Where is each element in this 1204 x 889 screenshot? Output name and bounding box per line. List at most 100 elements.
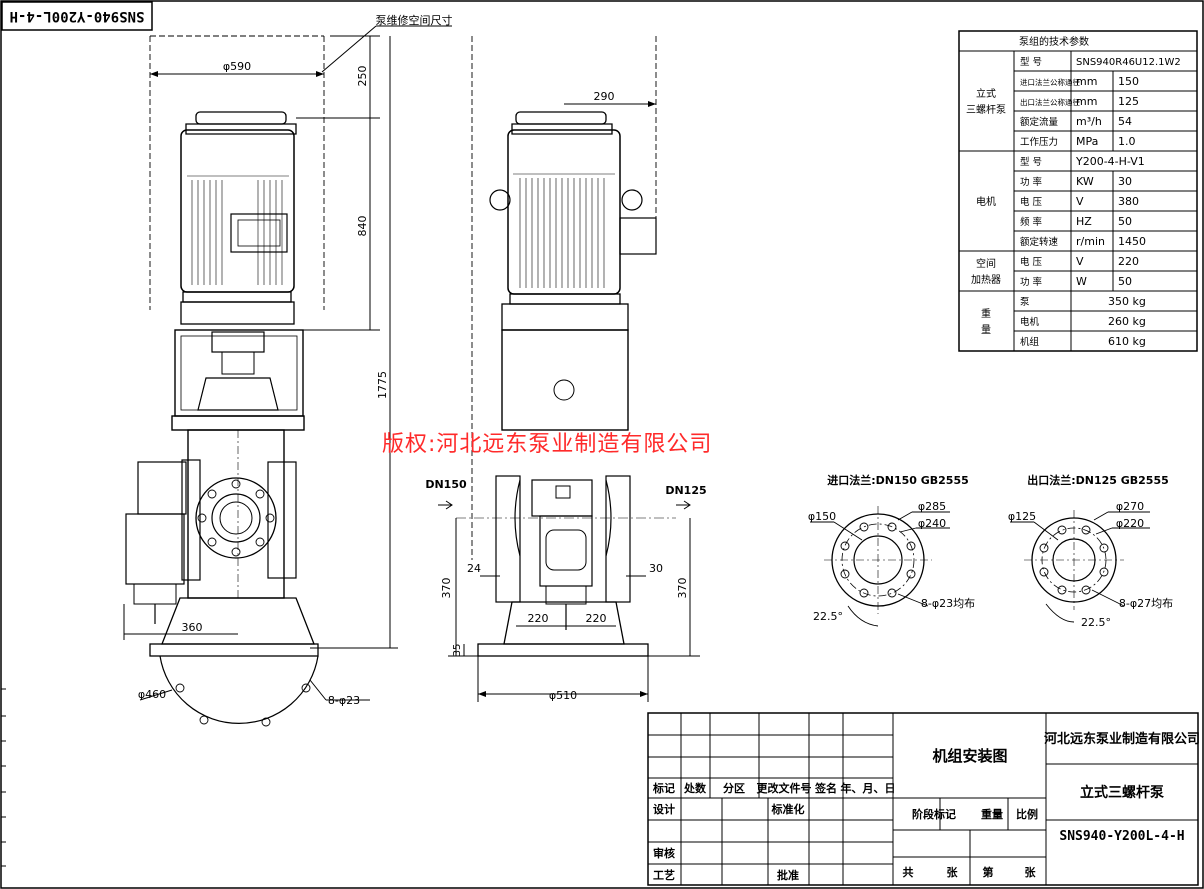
dim-370-left: 370 [440, 578, 453, 599]
spec-row-value: 260 kg [1108, 315, 1146, 328]
stage-label: 阶段标记 [912, 807, 956, 821]
spec-row-name: 进口法兰公称通径 [1020, 77, 1080, 87]
outlet-d-outer: φ270 [1116, 500, 1144, 513]
code-stamp: SNS940-Y200L-4-H [1, 1, 153, 31]
spec-row-name: 工作压力 [1020, 136, 1058, 148]
scale-label: 比例 [1016, 807, 1038, 821]
spec-row-value: 1450 [1118, 235, 1146, 248]
inlet-d-inner: φ150 [808, 510, 836, 523]
spec-row-unit: mm [1076, 95, 1097, 108]
role-standard: 标准化 [771, 802, 805, 816]
drawing-title: 机组安装图 [932, 747, 1007, 765]
side-motor-body [507, 129, 621, 295]
dim-30: 30 [649, 562, 663, 575]
role-check: 审核 [653, 846, 675, 860]
sheet-no-label: 第 [983, 865, 994, 879]
spec-group-label: 电机 [976, 195, 996, 208]
repair-space-label: 泵维修空间尺寸 [376, 13, 453, 27]
inlet-label: DN150 [425, 478, 467, 491]
inlet-flange-title: 进口法兰:DN150 GB2555 [827, 473, 969, 487]
outlet-flange-title: 出口法兰:DN125 GB2555 [1027, 473, 1169, 487]
rev-header-count: 处数 [683, 781, 707, 795]
spec-group-label: 立式三螺杆泵 [966, 87, 1006, 116]
spec-row-value: 50 [1118, 215, 1132, 228]
spec-row-name: 泵 [1020, 297, 1030, 308]
spec-row-name: 型 号 [1020, 57, 1042, 68]
dim-24: 24 [467, 562, 481, 575]
spec-row-value: 220 [1118, 255, 1139, 268]
outlet-label: DN125 [665, 484, 706, 497]
inlet-angle: 22.5° [813, 610, 843, 623]
rev-header-sign: 签名 [814, 781, 837, 795]
spec-title: 泵组的技术参数 [1019, 35, 1089, 48]
spec-row-unit: mm [1076, 75, 1097, 88]
spec-group-label: 空间加热器 [971, 257, 1001, 286]
weight-label: 重量 [981, 807, 1003, 821]
dim-590: φ590 [223, 60, 251, 73]
terminal-box [230, 213, 288, 253]
spec-row-name: 出口法兰公称通径 [1020, 97, 1080, 107]
spec-row-value: SNS940R46U12.1W2 [1076, 57, 1181, 68]
spec-row-name: 机组 [1020, 336, 1040, 348]
inlet-holes: 8-φ23均布 [921, 597, 975, 610]
spec-row-name: 型 号 [1020, 157, 1042, 168]
front-view [123, 25, 452, 727]
dim-370-right: 370 [676, 578, 689, 599]
rev-header-zone: 分区 [723, 781, 745, 795]
outlet-d-pcd: φ220 [1116, 517, 1144, 530]
inlet-d-outer: φ285 [918, 500, 946, 513]
dim-460: φ460 [138, 688, 166, 701]
spec-row-value: 50 [1118, 275, 1132, 288]
role-approve: 批准 [777, 868, 799, 882]
role-design: 设计 [653, 802, 675, 816]
sheet-unit-label: 张 [1025, 865, 1037, 879]
dim-840: 840 [356, 216, 369, 237]
spec-row-unit: V [1076, 255, 1084, 268]
outlet-d-inner: φ125 [1008, 510, 1036, 523]
spec-row-value: 610 kg [1108, 335, 1146, 348]
spec-row-unit: HZ [1076, 215, 1092, 228]
side-view [438, 36, 700, 702]
watermark: 版权:河北远东泵业制造有限公司 [382, 432, 713, 457]
dim-250: 250 [356, 66, 369, 87]
sheets-label: 张 [947, 865, 959, 879]
dim-8x23: 8-φ23 [328, 694, 360, 707]
rev-header-date: 年、月、日 [841, 781, 896, 795]
repair-space-box [149, 35, 325, 310]
front-flange [195, 477, 277, 559]
total-label: 共 [903, 865, 914, 879]
spec-row-value: Y200-4-H-V1 [1075, 155, 1145, 168]
code-top-left: SNS940-Y200L-4-H [10, 8, 145, 24]
spec-row-name: 额定转速 [1020, 236, 1059, 248]
dim-220-right: 220 [586, 612, 607, 625]
dim-290: 290 [594, 90, 615, 103]
spec-row-name: 电 压 [1020, 196, 1043, 208]
spec-row-value: 150 [1118, 75, 1139, 88]
spec-row-unit: MPa [1076, 135, 1098, 148]
outlet-holes: 8-φ27均布 [1119, 597, 1173, 610]
spec-row-unit: V [1076, 195, 1084, 208]
title-block: 河北远东泵业制造有限公司 机组安装图 立式三螺杆泵 SNS940-Y200L-4… [647, 712, 1200, 886]
inlet-d-pcd: φ240 [918, 517, 946, 530]
spec-row-value: 30 [1118, 175, 1132, 188]
base-plate-arc [159, 655, 319, 724]
dim-1775: 1775 [376, 371, 389, 399]
spec-row-name: 电 压 [1020, 256, 1043, 268]
spec-row-unit: m³/h [1076, 115, 1102, 128]
spec-row-value: 1.0 [1118, 135, 1136, 148]
spec-row-name: 额定流量 [1020, 116, 1059, 128]
outlet-flange-detail: 出口法兰:DN125 GB2555 φ125 φ270 φ220 [1008, 473, 1173, 629]
coupling-housing [174, 329, 304, 417]
spec-row-name: 频 率 [1020, 216, 1043, 228]
spec-row-value: 125 [1118, 95, 1139, 108]
outlet-angle: 22.5° [1081, 616, 1111, 629]
company-name: 河北远东泵业制造有限公司 [1044, 731, 1200, 747]
motor-fan-cap [195, 111, 287, 125]
rev-header-mark: 标记 [652, 781, 675, 795]
rev-header-doc: 更改文件号 [757, 781, 812, 795]
spec-row-unit: r/min [1076, 235, 1105, 248]
margin-ticks [1, 688, 6, 867]
